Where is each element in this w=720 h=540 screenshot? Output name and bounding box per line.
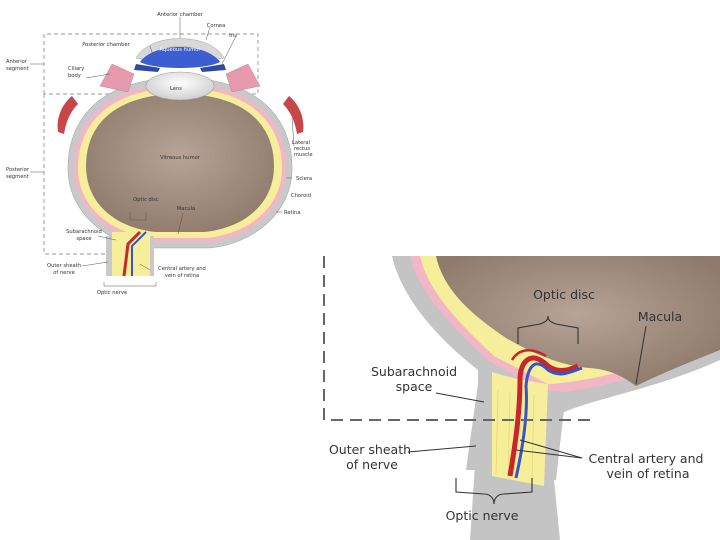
label-ciliary-body-1: Ciliary — [68, 66, 84, 72]
label-outer-sheath-1: Outer sheath — [47, 263, 81, 269]
optic-disc-bracket-overview — [129, 212, 147, 221]
label-lateral-rectus-3: muscle — [294, 152, 313, 158]
label-subarachnoid-1: Subarachnoid — [66, 229, 102, 235]
zoom-vitreous — [436, 256, 720, 386]
central-artery-overview — [122, 230, 142, 277]
iris-left — [134, 64, 160, 72]
zoom-label-macula: Macula — [638, 309, 682, 324]
label-posterior-segment-1: Posterior — [6, 167, 30, 173]
overview-leader-lines — [30, 17, 295, 271]
label-subarachnoid-2: space — [76, 236, 91, 242]
zoom-label-central-artery-1: Central artery and — [589, 451, 704, 466]
zoom-label-optic-nerve: Optic nerve — [446, 508, 519, 523]
label-anterior-chamber: Anterior chamber — [157, 12, 203, 18]
zoom-leader-lines — [407, 325, 647, 459]
label-optic-disc: Optic disc — [133, 197, 159, 203]
central-vein-overview — [131, 231, 147, 276]
label-anterior-segment-1: Anterior — [6, 59, 28, 65]
label-optic-nerve: Optic nerve — [97, 290, 127, 296]
zoom-label-subarachnoid-1: Subarachnoid — [371, 364, 457, 379]
label-lateral-rectus-2: rectus — [294, 146, 310, 152]
label-outer-sheath-2: of nerve — [53, 270, 75, 276]
lateral-rectus-muscle — [283, 96, 304, 134]
zoom-optic-disc-bracket — [517, 315, 579, 344]
optic-nerve-bracket-overview — [103, 282, 157, 287]
label-posterior-chamber: Posterior chamber — [82, 42, 130, 48]
zoom-label-outer-sheath-2: of nerve — [346, 457, 398, 472]
zoom-optic-nerve-bracket — [455, 478, 533, 505]
eye-zoom-detail: Optic disc Macula Subarachnoid space Out… — [323, 256, 720, 540]
vitreous-humor-body — [86, 94, 274, 232]
label-retina: Retina — [284, 210, 301, 216]
zoom-label-central-artery-2: vein of retina — [607, 466, 690, 481]
label-anterior-segment-2: segment — [6, 66, 29, 72]
label-cornea: Cornea — [207, 23, 226, 29]
label-central-artery-1: Central artery and — [158, 266, 206, 272]
lens-shape — [145, 71, 215, 101]
label-lateral-rectus-1: Lateral — [292, 140, 310, 146]
label-choroid: Choroid — [291, 193, 311, 199]
label-central-artery-2: vein of retina — [165, 273, 199, 279]
label-macula: Macula — [177, 206, 195, 212]
ciliary-body-left — [99, 63, 135, 93]
aqueous-humor-shape — [140, 47, 220, 68]
label-sclera: Sclera — [296, 176, 312, 182]
zoom-nerve-fibers — [495, 389, 535, 481]
label-aqueous-humor: Aqueous humor — [160, 47, 202, 53]
eye-overview: Anterior chamber Cornea Iris Posterior c… — [6, 12, 313, 296]
zoom-label-subarachnoid-2: space — [396, 379, 433, 394]
zoom-central-vein — [514, 362, 583, 479]
label-posterior-segment-2: segment — [6, 174, 29, 180]
ciliary-body-right — [225, 63, 261, 93]
label-ciliary-body-2: body — [68, 73, 81, 79]
medial-muscle — [57, 96, 78, 134]
label-iris: Iris — [229, 33, 237, 39]
label-vitreous-humor: Vitreous humor — [160, 155, 201, 161]
label-lens: Lens — [170, 86, 182, 92]
zoom-central-artery — [507, 355, 580, 477]
zoom-artery-branch — [510, 348, 547, 361]
zoom-label-optic-disc: Optic disc — [533, 287, 595, 302]
zoom-label-outer-sheath-1: Outer sheath — [329, 442, 411, 457]
iris-right — [200, 64, 226, 72]
anterior-segment-box — [43, 33, 259, 95]
zoom-dashed-frame — [323, 256, 590, 421]
